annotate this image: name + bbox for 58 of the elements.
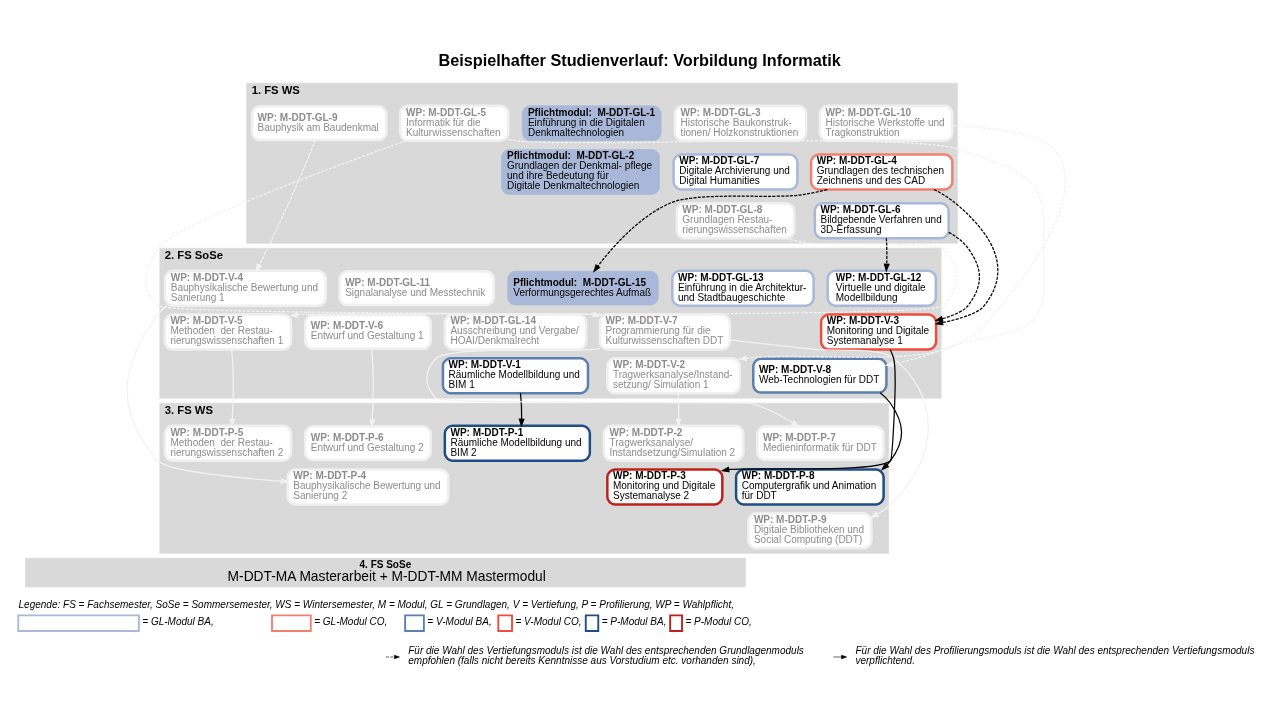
arrow <box>879 391 903 471</box>
legend-label: = P-Modul CO, <box>685 615 752 627</box>
node-box: WP: M-DDT-GL-6 Bildgebende Verfahren und 3D-Erfassung <box>813 201 950 239</box>
arrow <box>426 347 800 427</box>
node-box: WP: M-DDT-P-3 Monitoring und Digitale Systemanalyse 2 <box>606 467 724 506</box>
node-box: 4. FS SoSe M-DDT-MA Masterarbeit + M-DDT-MM Mastermodul <box>25 557 746 587</box>
node-box: Pflichtmodul: M-DDT-GL-2 Grundlagen der Denkmal- pflege und ihre Bedeutung für Digitale Denkmaltechnologien <box>501 148 660 195</box>
arrow <box>729 338 929 518</box>
node-box: WP: M-DDT-V-7 Programmierung für die Kulturwissenschaften DDT <box>598 312 732 351</box>
node-box: WP: M-DDT-P-1 Räumliche Modellbildung und BIM 2 <box>443 424 592 462</box>
node-box: WP: M-DDT-GL-10 Historische Werkstoffe und Tragkonstruktion <box>818 103 954 142</box>
node-box: WP: M-DDT-P-4 Bauphysikalische Bewertung und Sanierung 2 <box>286 467 450 506</box>
node-box: Pflichtmodul: M-DDT-GL-1 Einführung in die Digitalen Denkmaltechnologien <box>522 104 662 141</box>
legend-label: = V-Modul BA, <box>427 615 492 627</box>
node-box: WP: M-DDT-GL-4 Grundlagen des technischen Zeichnens und des CAD <box>809 152 954 191</box>
arrow <box>720 348 896 472</box>
arrow <box>933 188 999 325</box>
arrow <box>369 347 376 428</box>
node-box: WP: M-DDT-V-1 Räumliche Modellbildung und BIM 1 <box>441 356 590 394</box>
arrow <box>126 304 290 484</box>
node-box: WP: M-DDT-GL-12 Virtuelle und digitale Modellbildung <box>826 269 938 307</box>
arrow <box>883 237 890 272</box>
node-box: WP: M-DDT-P-7 Medieninformatik für DDT <box>756 424 885 461</box>
arrow <box>934 231 981 322</box>
node-box: WP: M-DDT-P-9 Digitale Bibliotheken und Social Computing (DDT) <box>747 511 873 549</box>
arrow <box>255 139 316 272</box>
node-box: Pflichtmodul: M-DDT-GL-15 Verformungsgerechtes Aufmaß <box>507 270 659 305</box>
label: Legende: FS = Fachsemester, SoSe = Sommersemester, WS = Wintersemester, M = Modul, GL = Grundlagen, V = Vertiefung, P = Profilierung, WP = Wahlpflicht, <box>18 598 734 610</box>
legend-label: Für die Wahl des Vertiefungsmoduls ist die Wahl des entsprechenden Grundlagenmoduls empfohlen (falls nicht bereits Kenntnisse aus Vorstudium etc. vorhanden sind), <box>408 644 804 666</box>
diagram-title: Beispielhafter Studienverlauf: Vorbildung Informatik <box>438 50 841 69</box>
arrow <box>592 188 828 273</box>
node-box: WP: M-DDT-GL-3 Historische Baukonstruk- tionen/ Holzkonstruktionen <box>673 103 808 142</box>
node-box: WP: M-DDT-P-8 Computergrafik und Animation für DDT <box>734 467 885 506</box>
arrow <box>738 124 1066 361</box>
node-box: WP: M-DDT-V-8 Web-Technologien für DDT <box>752 357 888 394</box>
node-box: WP: M-DDT-V-3 Monitoring und Digitale Systemanalyse 1 <box>819 312 938 351</box>
node-box: WP: M-DDT-GL-11 Signalanalyse und Messtechnik <box>338 269 496 306</box>
node-box: WP: M-DDT-GL-7 Digitale Archivierung und Digital Humanities <box>672 152 799 191</box>
node-box: WP: M-DDT-GL-14 Ausschreibung und Vergabe/ HOAI/Denkmalrecht <box>443 312 588 351</box>
node-box: WP: M-DDT-V-2 Tragwerksanalyse/Instand- setzung/ Simulation 1 <box>606 356 742 394</box>
node-box: WP: M-DDT-GL-5 Informatik für die Kulturwissenschaften <box>398 103 510 142</box>
node-box: WP: M-DDT-V-5 Methoden der Restau- rierungswissenschaften 1 <box>163 312 293 351</box>
node-box: WP: M-DDT-GL-9 Bauphysik am Baudenkmal <box>250 104 388 141</box>
legend-label: Für die Wahl des Profilierungsmoduls ist die Wahl des entsprechenden Vertiefungsmoduls verpflichtend. <box>855 644 1255 666</box>
node-box: WP: M-DDT-P-2 Tragwerksanalyse/ Instandsetzung/Simulation 2 <box>602 424 745 462</box>
legend-label: = GL-Modul BA, <box>142 615 214 627</box>
arrow <box>675 392 682 427</box>
node-box: WP: M-DDT-P-5 Methoden der Restau- rierungswissenschaften 2 <box>163 424 293 462</box>
legend-label: = P-Modul BA, <box>601 615 667 627</box>
legend-label: = V-Modul CO, <box>515 615 582 627</box>
node-box: WP: M-DDT-V-6 Entwurf und Gestaltung 1 <box>303 313 432 350</box>
arrow <box>518 392 525 427</box>
node-box: WP: M-DDT-P-6 Entwurf und Gestaltung 2 <box>303 424 432 461</box>
node-box: WP: M-DDT-V-4 Bauphysikalische Bewertung und Sanierung 1 <box>163 269 327 307</box>
node-box: WP: M-DDT-GL-13 Einführung in die Architektur- und Stadtbaugeschichte <box>671 269 815 307</box>
legend-label: = GL-Modul CO, <box>314 615 388 627</box>
arrow <box>229 348 236 428</box>
node-box: WP: M-DDT-GL-8 Grundlagen Restau- rierungswissenschaften <box>675 201 796 239</box>
